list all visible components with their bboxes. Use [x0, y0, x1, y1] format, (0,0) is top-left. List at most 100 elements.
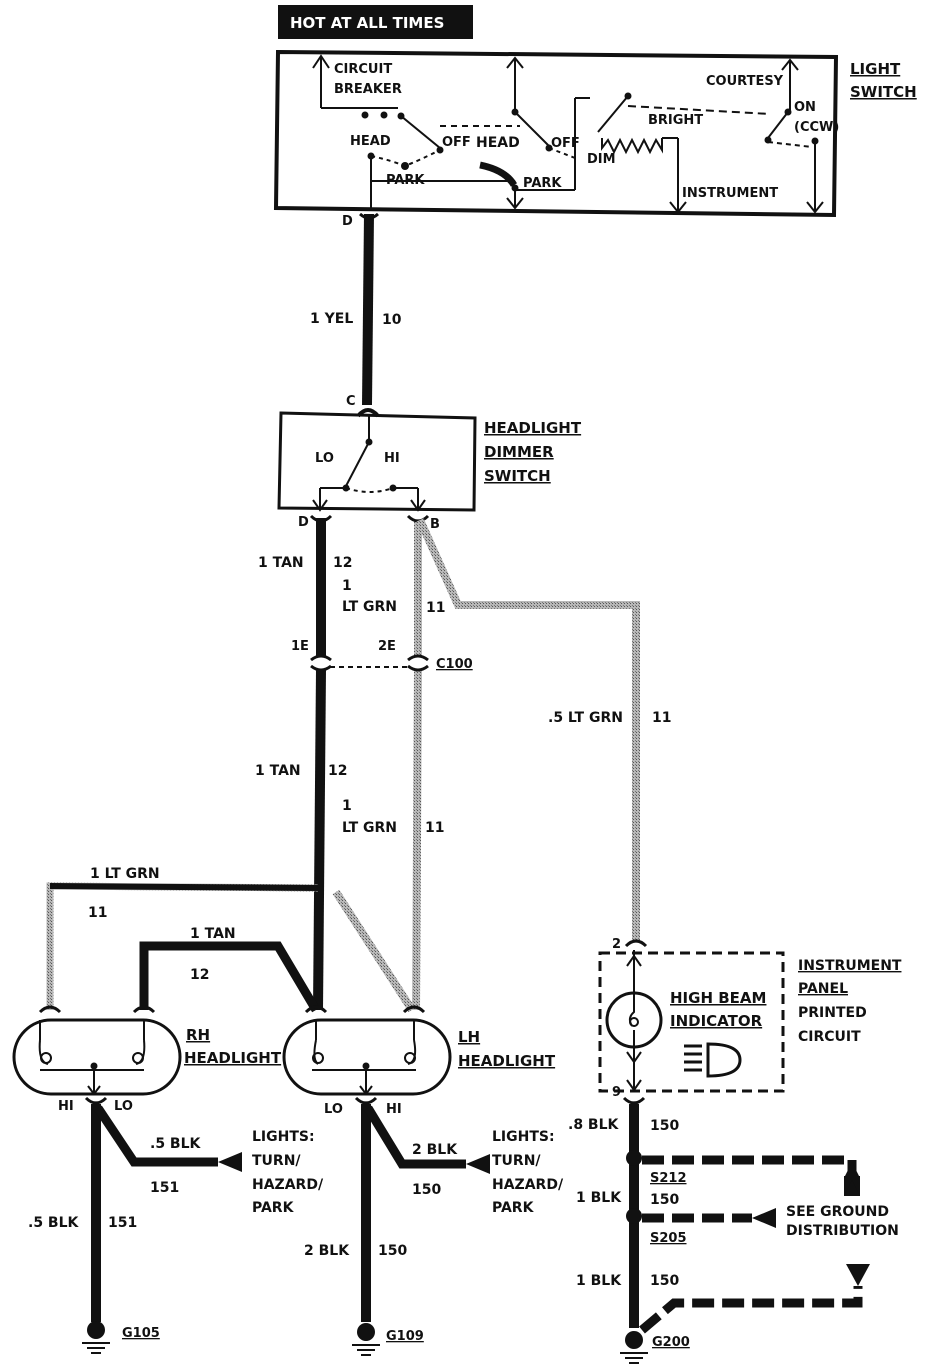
lh-lights-2: TURN/ — [492, 1153, 541, 1169]
dimmer-title-3: SWITCH — [484, 467, 551, 485]
dimmer-terminal-b: B — [430, 517, 440, 532]
park-label-1: PARK — [386, 173, 425, 188]
lh-title-2: HEADLIGHT — [458, 1052, 556, 1070]
gp-wire3-circuit: 150 — [650, 1273, 679, 1289]
hot-at-all-times-banner: HOT AT ALL TIMES — [278, 5, 473, 39]
connector-name: C100 — [436, 657, 473, 672]
circuit-breaker-label-1: CIRCUIT — [334, 62, 392, 77]
ground-icon — [620, 1331, 648, 1364]
lh-ground-label: 2 BLK — [304, 1243, 350, 1259]
panel-title-1: INSTRUMENT — [798, 958, 902, 974]
rh-hi-label: HI — [58, 1099, 74, 1114]
wire-cross-ltgrn-label: 1 LT GRN — [90, 866, 160, 882]
dim-label: DIM — [587, 152, 616, 167]
lh-lights-1: LIGHTS: — [492, 1129, 555, 1145]
dimmer-terminal-c: C — [346, 394, 356, 409]
wire-ltgrn-lower-circuit: 11 — [425, 820, 444, 836]
rh-lights-3: HAZARD/ — [252, 1177, 324, 1193]
lh-lights-3: HAZARD/ — [492, 1177, 564, 1193]
rh-ground-name: G105 — [122, 1326, 160, 1341]
panel-pin-bottom: 9 — [612, 1085, 621, 1100]
wire-cross-tan: 1 TAN 12 — [139, 926, 320, 1013]
ccw-label: (CCW) — [794, 120, 839, 135]
wire-indicator-label: .5 LT GRN — [548, 710, 623, 726]
instrument-label: INSTRUMENT — [682, 186, 778, 201]
indicator-label-2: INDICATOR — [670, 1012, 763, 1030]
instrument-panel: HIGH BEAM INDICATOR 2 9 INSTRUMENT PANEL… — [598, 937, 902, 1100]
wire-yel-circuit: 10 — [382, 312, 402, 328]
ground-icon — [82, 1321, 110, 1354]
panel-pin-top: 2 — [612, 937, 621, 952]
light-switch-terminal-d: D — [342, 214, 353, 229]
wire-tan-lower-label: 1 TAN — [255, 763, 301, 779]
lh-ground-circuit: 150 — [378, 1243, 407, 1259]
wire-cross-tan-label: 1 TAN — [190, 926, 236, 942]
off-label-2: OFF — [551, 136, 580, 151]
wire-cross-ltgrn: 1 LT GRN 11 — [46, 866, 416, 1013]
wire-ltgrn-upper-circuit: 11 — [426, 600, 445, 616]
gp-see-ground-2: DISTRIBUTION — [786, 1223, 899, 1239]
wire-ltgrn-lower-2: LT GRN — [342, 820, 397, 836]
rh-lights-1: LIGHTS: — [252, 1129, 315, 1145]
rh-ground-label: .5 BLK — [28, 1215, 80, 1231]
high-beam-icon — [684, 1042, 742, 1078]
rh-lights-2: TURN/ — [252, 1153, 301, 1169]
park-label-2: PARK — [523, 176, 562, 191]
bright-label: BRIGHT — [648, 113, 703, 128]
rh-title-2: HEADLIGHT — [184, 1049, 282, 1067]
panel-title-4: CIRCUIT — [798, 1029, 861, 1045]
dimmer-hi-label: HI — [384, 451, 400, 466]
rh-lo-label: LO — [114, 1099, 133, 1114]
wire-tan-12: 1 TAN 12 1 TAN 12 — [255, 514, 352, 1011]
lh-lights-4: PARK — [492, 1200, 535, 1216]
dimmer-title-1: HEADLIGHT — [484, 419, 582, 437]
gp-wire1-circuit: 150 — [650, 1118, 679, 1134]
rh-lights-4: PARK — [252, 1200, 295, 1216]
wire-tan-upper-label: 1 TAN — [258, 555, 304, 571]
lh-lo-label: LO — [324, 1102, 343, 1117]
lh-feed-circuit: 150 — [412, 1182, 441, 1198]
gp-wire2-label: 1 BLK — [576, 1190, 622, 1206]
dimmer-terminal-d: D — [298, 515, 309, 530]
rh-headlight: HI LO RH HEADLIGHT .5 BLK 151 LIGHTS: TU… — [12, 1005, 324, 1354]
gp-wire2-circuit: 150 — [650, 1192, 679, 1208]
head-label-1: HEAD — [350, 134, 391, 149]
rh-feed-circuit: 151 — [150, 1180, 179, 1196]
gp-splice2: S205 — [650, 1231, 687, 1246]
connector-c100: 1E 2E C100 — [291, 639, 473, 672]
gp-see-ground-1: SEE GROUND — [786, 1204, 889, 1220]
indicator-label-1: HIGH BEAM — [670, 989, 766, 1007]
rh-feed-label: .5 BLK — [150, 1136, 202, 1152]
dimmer-lo-label: LO — [315, 451, 334, 466]
lh-hi-label: HI — [386, 1102, 402, 1117]
dimmer-title-2: DIMMER — [484, 443, 554, 461]
lh-headlight: LO HI LH HEADLIGHT 2 BLK 150 LIGHTS: TUR… — [282, 1005, 564, 1356]
banner-text: HOT AT ALL TIMES — [290, 14, 444, 32]
connector-pin-1e: 1E — [291, 639, 309, 654]
panel-title-3: PRINTED — [798, 1005, 867, 1021]
wire-tan-upper-circuit: 12 — [333, 555, 352, 571]
light-switch-title-1: LIGHT — [850, 60, 901, 78]
wire-ltgrn-upper-2: LT GRN — [342, 599, 397, 615]
rh-title-1: RH — [186, 1026, 210, 1044]
ground-path-g200: .8 BLK 150 S212 1 BLK 150 SEE GROUND DIS… — [568, 1096, 899, 1364]
light-switch-title-2: SWITCH — [850, 83, 917, 101]
connector-pin-2e: 2E — [378, 639, 396, 654]
head-label-2: HEAD — [476, 135, 520, 151]
circuit-breaker-label-2: BREAKER — [334, 82, 402, 97]
wire-yel-label: 1 YEL — [310, 311, 353, 327]
wire-tan-lower-circuit: 12 — [328, 763, 347, 779]
panel-title-2: PANEL — [798, 981, 848, 997]
wire-ltgrn-11: 1 LT GRN 11 1 LT GRN 11 .5 LT GRN 11 — [342, 514, 671, 1011]
off-label-1: OFF — [442, 135, 471, 150]
lh-ground-name: G109 — [386, 1329, 424, 1344]
headlight-dimmer-switch: C LO HI D B HEADLIGHT DIMMER SWITCH — [277, 394, 582, 532]
wire-cross-tan-circuit: 12 — [190, 967, 209, 983]
gp-wire1-label: .8 BLK — [568, 1117, 620, 1133]
courtesy-label: COURTESY — [706, 74, 784, 89]
rh-ground-circuit: 151 — [108, 1215, 137, 1231]
wire-indicator-circuit: 11 — [652, 710, 671, 726]
gp-ground-name: G200 — [652, 1335, 690, 1350]
wire-ltgrn-upper-1: 1 — [342, 578, 352, 594]
